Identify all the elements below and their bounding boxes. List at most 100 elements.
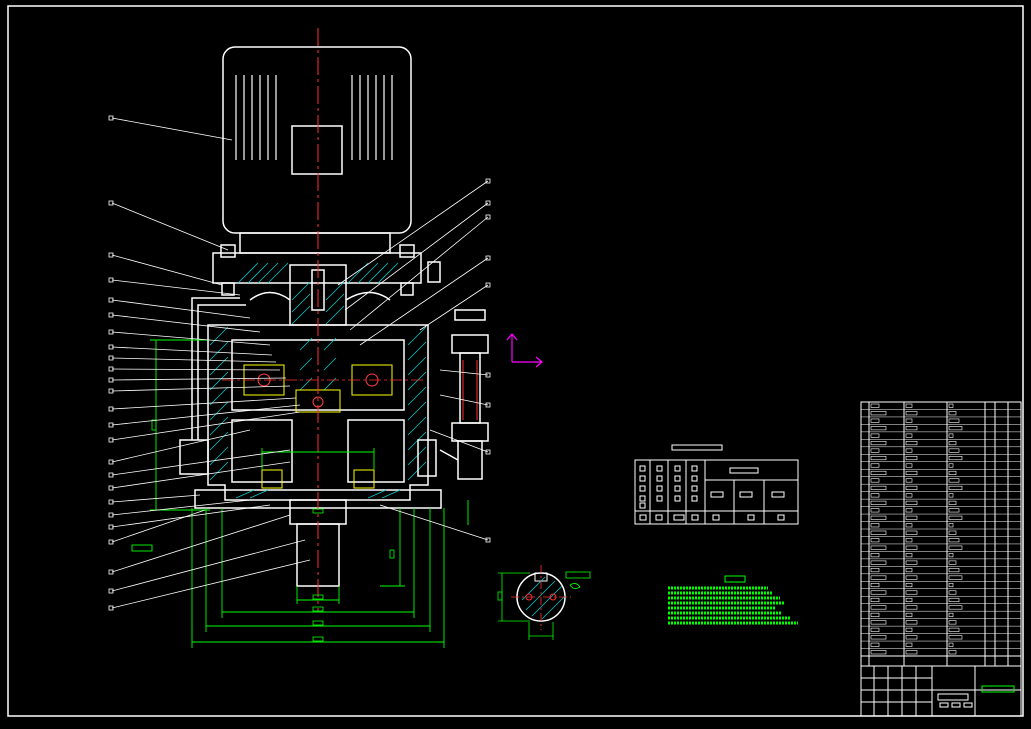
oil-gauge-level: [462, 360, 478, 420]
bom-cell-text: [905, 448, 913, 453]
bom-cell-text: [948, 597, 960, 603]
bom-cell-text: [905, 418, 913, 423]
bom-cell-text: [905, 403, 913, 408]
bom-cell-text: [948, 545, 963, 550]
bom-cell-text: [948, 612, 954, 617]
bom-cell-text: [870, 582, 880, 588]
gearbox-hatch: [209, 326, 427, 499]
bom-cell-text: [948, 478, 960, 483]
bom-cell-text: [870, 485, 887, 490]
bom-cell-text: [870, 560, 887, 565]
bom-cell-text: [905, 538, 913, 543]
bom-cell-text: [870, 650, 887, 655]
bom-cell-text: [948, 463, 954, 468]
bom-cell-text: [870, 426, 887, 431]
bom-cell-text: [948, 515, 963, 520]
shaft-cross-section: [497, 565, 591, 640]
bom-cell-text: [870, 441, 887, 446]
bom-cell-text: [905, 553, 913, 558]
bom-cell-text: [948, 508, 960, 513]
bom-cell-text: [870, 455, 887, 461]
bom-cell-text: [905, 635, 918, 640]
bom-cell-text: [870, 515, 887, 520]
left-oil-pipe: [179, 297, 246, 475]
bom-cell-text: [870, 418, 880, 423]
title-block: [860, 665, 1022, 717]
bom-cell-text: [905, 568, 913, 573]
bom-cell-text: [905, 493, 913, 498]
bom-cell-text: [905, 441, 918, 446]
bom-cell-text: [870, 635, 887, 640]
bom-cell-text: [948, 635, 963, 640]
bom-cell-text: [948, 553, 954, 558]
bom-cell-text: [870, 620, 887, 625]
bom-cell-text: [905, 642, 913, 647]
part-balloons-right: [337, 178, 491, 543]
dimension-lines: [131, 339, 469, 648]
bom-cell-text: [870, 500, 887, 505]
bom-cell-text: [948, 620, 957, 625]
bom-cell-text: [870, 448, 880, 453]
bom-cell-text: [870, 403, 880, 408]
bom-cell-text: [948, 650, 957, 655]
part-balloons-left: [108, 115, 311, 611]
bom-cell-text: [948, 418, 960, 423]
bom-cell-text: [948, 523, 954, 528]
bom-cell-text: [948, 605, 963, 610]
bom-cell-text: [905, 433, 913, 438]
coupling-hatch: [291, 281, 345, 325]
technical-requirements: [668, 575, 798, 625]
bom-cell-text: [905, 650, 918, 655]
bom-cell-text: [870, 508, 880, 513]
upper-flange-hatch: [237, 262, 399, 284]
bom-cell-text: [905, 523, 913, 528]
bom-cell-text: [905, 426, 918, 431]
bom-cell-text: [948, 500, 957, 505]
bom-cell-text: [905, 508, 913, 513]
bom-rows: [861, 401, 1021, 655]
bom-cell-text: [948, 642, 954, 647]
ucs-axis-marker: [506, 333, 543, 368]
bom-cell-text: [870, 597, 880, 603]
bom-cell-text: [948, 538, 960, 543]
main-assembly-section: [108, 28, 543, 648]
bom-cell-text: [905, 515, 918, 520]
bom-cell-text: [870, 523, 880, 528]
bom-cell-text: [905, 560, 918, 565]
bom-cell-text: [905, 545, 918, 550]
bom-cell-text: [870, 493, 880, 498]
bom-cell-text: [870, 627, 880, 632]
bom-cell-text: [948, 426, 963, 431]
bom-cell-text: [948, 448, 960, 453]
bom-cell-text: [948, 433, 954, 438]
spec-table-cells: [639, 465, 785, 521]
bom-cell-text: [948, 560, 957, 565]
bom-cell-text: [870, 568, 880, 573]
bom-cell-text: [948, 455, 963, 461]
bom-cell-text: [905, 470, 918, 476]
bom-cell-text: [905, 605, 918, 610]
bom-cell-text: [948, 441, 957, 446]
bom-cell-text: [870, 545, 887, 550]
bom-cell-text: [870, 478, 880, 483]
bom-cell-text: [948, 411, 957, 416]
bom-cell-text: [905, 575, 918, 580]
bom-cell-text: [905, 590, 918, 595]
bom-cell-text: [905, 485, 918, 490]
bom-cell-text: [948, 470, 957, 476]
bom-cell-text: [905, 627, 913, 632]
oil-sight-gauge: [417, 261, 489, 480]
specification-table: [634, 444, 799, 525]
bom-cell-text: [905, 478, 913, 483]
bom-cell-text: [870, 433, 880, 438]
bom-cell-text: [870, 530, 887, 535]
bom-cell-text: [870, 575, 887, 580]
bom-cell-text: [948, 530, 957, 535]
bom-cell-text: [948, 493, 954, 498]
bom-cell-text: [948, 575, 963, 580]
bom-cell-text: [870, 642, 880, 647]
bom-cell-text: [948, 582, 954, 588]
bill-of-materials: [860, 401, 1022, 667]
bom-cell-text: [870, 411, 887, 416]
